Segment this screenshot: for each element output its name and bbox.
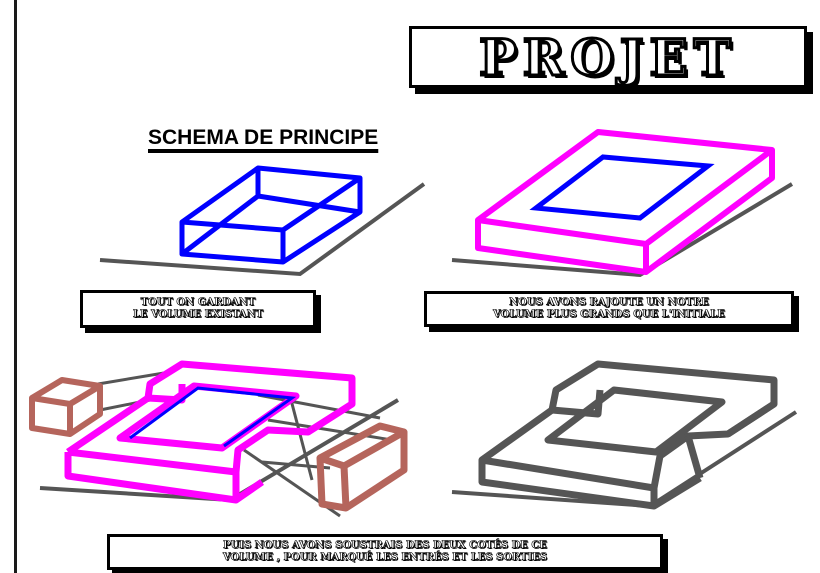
blue-inner-edge: [129, 386, 297, 448]
subtracted-block-right: [316, 422, 408, 512]
blue-box: [179, 165, 363, 265]
diagram-subtraction: [29, 360, 408, 518]
caption-2-line-1: NOUS AVONS RAJOUTE UN NOTRE: [509, 297, 709, 309]
grey-final-volume: [478, 360, 778, 510]
blue-inner-outline: [529, 154, 715, 221]
diagram-final-volume: [451, 360, 798, 510]
magenta-slab: [475, 129, 775, 275]
page-title: PROJET: [478, 26, 737, 88]
title-box: PROJET: [409, 26, 807, 88]
caption-1-line-1: TOUT ON GARDANT: [140, 297, 256, 309]
diagram-added-volume: [451, 129, 794, 278]
left-margin-rule: [14, 0, 17, 573]
caption-subtraction: PUIS NOUS AVONS SOUSTRAIS DES DEUX COTÉS…: [107, 534, 663, 570]
caption-3-line-2: VOLUME , POUR MARQUÉ LES ENTRÉS ET LES S…: [222, 552, 548, 564]
caption-added-volume: NOUS AVONS RAJOUTE UN NOTRE VOLUME PLUS …: [424, 291, 794, 327]
caption-1-line-2: LE VOLUME EXISTANT: [132, 309, 264, 321]
caption-3-line-1: PUIS NOUS AVONS SOUSTRAIS DES DEUX COTÉS…: [223, 540, 547, 552]
section-subtitle: SCHEMA DE PRINCIPE: [148, 126, 379, 149]
diagram-existing-volume: [99, 165, 426, 277]
caption-existing-volume: TOUT ON GARDANT LE VOLUME EXISTANT: [80, 290, 316, 328]
magenta-volume: [64, 360, 356, 504]
caption-2-line-2: VOLUME PLUS GRANDS QUE L'INITIALE: [493, 309, 725, 321]
ground-line-1: [99, 182, 426, 277]
ground-line-2: [451, 182, 794, 278]
subtracted-block-left: [29, 377, 103, 437]
